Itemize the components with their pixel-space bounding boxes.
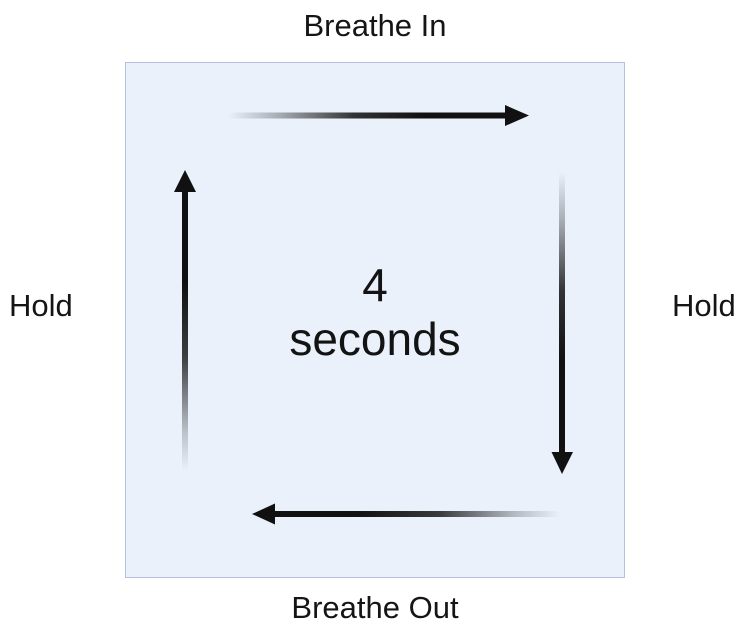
label-breathe-in: Breathe In	[303, 8, 447, 43]
label-breathe-out: Breathe Out	[291, 590, 459, 625]
label-hold-left: Hold	[9, 288, 73, 323]
center-duration: 4 seconds	[125, 258, 625, 366]
duration-number: 4	[362, 259, 388, 311]
label-hold-right: Hold	[672, 288, 736, 323]
breathing-square	[125, 62, 625, 578]
duration-unit: seconds	[289, 313, 461, 365]
